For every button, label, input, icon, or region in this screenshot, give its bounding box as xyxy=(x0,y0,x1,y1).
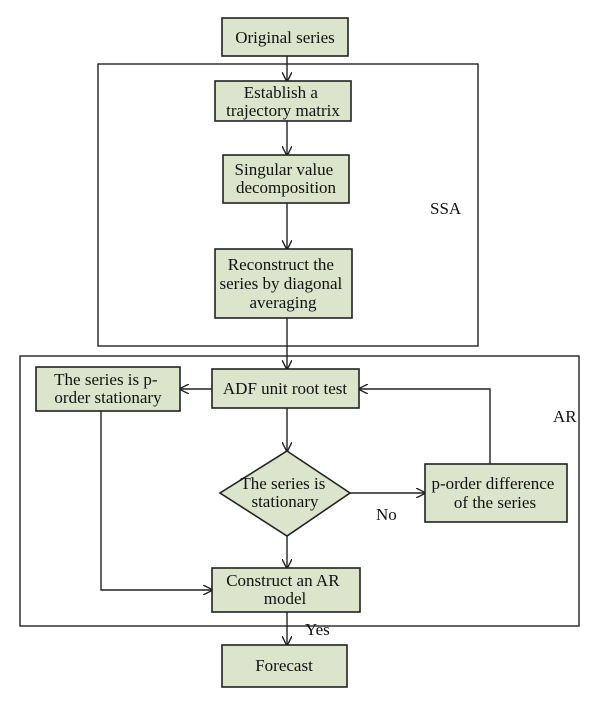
ar-group-label: AR xyxy=(553,407,577,426)
node-decision-stationary: The series is stationary xyxy=(218,450,352,537)
node-text: Forecast xyxy=(255,656,313,675)
node-adf-unit-root-test: ADF unit root test xyxy=(211,368,360,409)
node-text: p-order difference of the series xyxy=(431,474,558,512)
edge-label-no: No xyxy=(376,505,397,524)
node-reconstruct-series: Reconstruct the series by diagonal avera… xyxy=(214,248,353,319)
ssa-group-label: SSA xyxy=(430,199,462,218)
node-series-p-order-stationary: The series is p- order stationary xyxy=(35,366,181,412)
edge-difference-to-adf xyxy=(359,389,491,464)
node-text: Original series xyxy=(235,28,335,47)
node-text: Reconstruct the series by diagonal avera… xyxy=(220,255,347,312)
node-text: Construct an AR model xyxy=(226,571,344,608)
node-construct-ar-model: Construct an AR model xyxy=(211,567,361,613)
node-text: The series is p- order stationary xyxy=(54,370,162,407)
edge-label-yes: Yes xyxy=(305,620,330,639)
node-text: The series is stationary xyxy=(240,474,329,511)
node-singular-value-decomposition: Singular value decomposition xyxy=(222,154,350,204)
node-text: Singular value decomposition xyxy=(235,160,338,197)
node-text: Establish a trajectory matrix xyxy=(226,83,340,120)
node-forecast: Forecast xyxy=(221,644,348,688)
node-trajectory-matrix: Establish a trajectory matrix xyxy=(214,80,352,122)
ssa-group-frame xyxy=(97,63,479,347)
ar-group-frame xyxy=(19,355,580,627)
node-original-series: Original series xyxy=(221,17,349,57)
node-p-order-difference: p-order difference of the series xyxy=(424,463,568,523)
edge-stationary-p-to-construct xyxy=(100,411,212,590)
node-text: ADF unit root test xyxy=(223,379,347,398)
